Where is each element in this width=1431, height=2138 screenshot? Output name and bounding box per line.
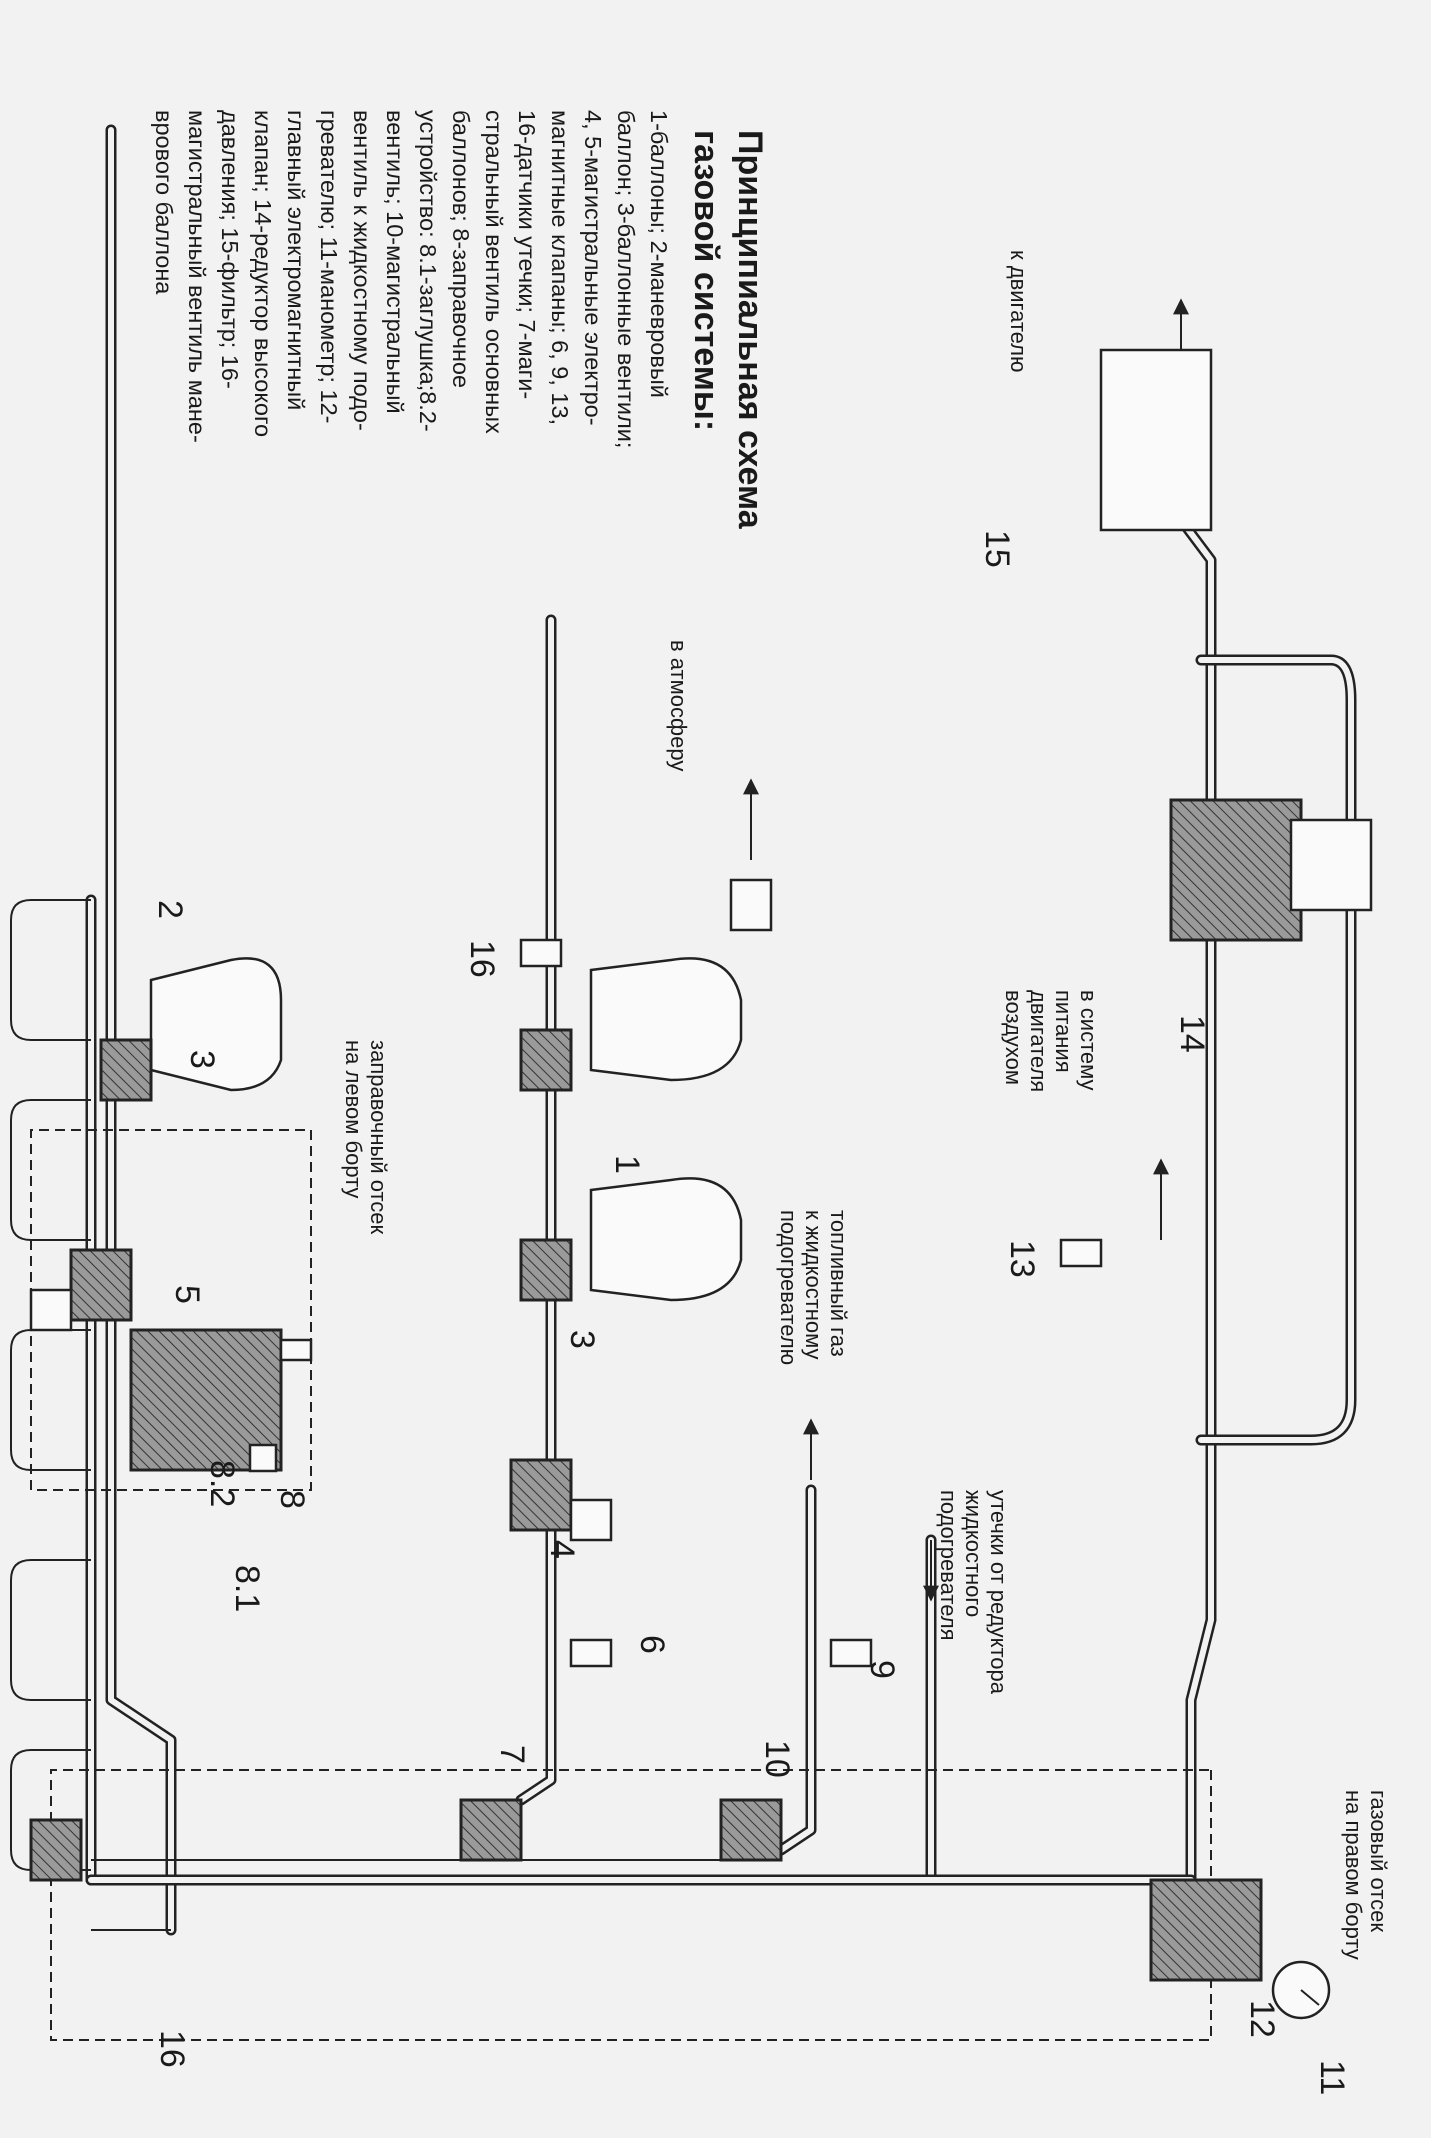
pressure-reducer-14 <box>1169 798 1303 942</box>
caption-gas-compartment-2: на правом борту <box>1341 1790 1366 1960</box>
valve-10 <box>719 1798 783 1862</box>
callout-12: 12 <box>1243 2000 1281 2038</box>
callout-3b: 3 <box>183 1050 221 1069</box>
legend-line: клапан; 14-редуктор высокого <box>250 110 276 437</box>
callout-13: 13 <box>1003 1240 1041 1278</box>
legend-block: Принципиальная схема газовой системы: 1-… <box>151 110 769 530</box>
legend-line: 4, 5-магистральные электро- <box>580 110 606 426</box>
legend-line: главный электромагнитный <box>283 110 309 410</box>
caption-air-3: двигателя <box>1026 990 1051 1092</box>
caption-leaks-2: жидкостного <box>961 1490 986 1617</box>
fill-compartment-frame <box>30 1129 312 1491</box>
caption-air-1: в систему <box>1076 990 1101 1091</box>
caption-leaks-1: утечки от редуктора <box>986 1490 1011 1695</box>
legend-line: устройство: 8.1-заглушка;8.2- <box>415 110 441 432</box>
leak-sensor-9 <box>829 1638 873 1668</box>
caption-gas-compartment-1: газовый отсек <box>1366 1790 1391 1932</box>
captions: к двигателю в атмосферу в систему питани… <box>341 250 1391 1960</box>
main-solenoid-valve-12 <box>1149 1878 1263 1982</box>
callout-5: 5 <box>168 1285 206 1304</box>
legend-line: 16-датчики утечки; 7-маги- <box>514 110 540 399</box>
valve-3b <box>519 1238 573 1302</box>
callout-3a: 3 <box>563 1330 601 1349</box>
callout-2: 2 <box>151 900 189 919</box>
caption-air-4: воздухом <box>1001 990 1026 1085</box>
callout-9: 9 <box>863 1660 901 1679</box>
legend-line: магистральный вентиль мане- <box>184 110 210 443</box>
maneuver-valve-16 <box>29 1818 83 1882</box>
callout-8: 8 <box>273 1490 311 1509</box>
leak-sensor-16 <box>519 938 563 968</box>
callout-6: 6 <box>633 1635 671 1654</box>
callout-15: 15 <box>978 530 1016 568</box>
filter-15 <box>1099 348 1213 532</box>
legend-line: давления; 15-фильтр; 16- <box>217 110 243 389</box>
callout-8-2: 8.2 <box>203 1460 241 1507</box>
caption-to-engine: к двигателю <box>1006 250 1031 373</box>
refueling-device-8 <box>129 1328 283 1472</box>
legend-line: баллонов; 8-заправочное <box>448 110 474 388</box>
caption-to-atmosphere: в атмосферу <box>666 640 691 771</box>
callout-11: 11 <box>1313 2060 1351 2095</box>
refueling-valve-8-2 <box>279 1338 313 1362</box>
legend-line: вентиль; 10-магистральный <box>382 110 408 414</box>
title-line-1: Принципиальная схема <box>731 130 769 530</box>
solenoid-valve-5 <box>69 1248 133 1322</box>
callout-16a: 16 <box>463 940 501 978</box>
legend-line: 1-баллоны; 2-маневровый <box>646 110 672 398</box>
callout-8-1: 8.1 <box>228 1565 266 1612</box>
legend-line: магнитные клапаны; 6, 9, 13, <box>547 110 573 425</box>
reducer-spring <box>1289 818 1373 912</box>
legend-line: вентиль к жидкостному подо- <box>349 110 375 431</box>
caption-fill-compartment-2: на левом борту <box>341 1040 366 1198</box>
solenoid-valve-4 <box>509 1458 573 1532</box>
caption-fill-compartment-1: заправочный отсек <box>366 1040 391 1235</box>
valve-3c <box>99 1038 153 1102</box>
caption-fuel-3: подогревателю <box>776 1210 801 1365</box>
cylinder-1b <box>589 1177 743 1302</box>
legend-line: гревателю; 11-манометр; 12- <box>316 110 342 423</box>
pipelines <box>10 124 1357 1936</box>
valve-3a <box>519 1028 573 1092</box>
callout-7: 7 <box>493 1745 531 1764</box>
leak-sensor-13 <box>1059 1238 1103 1268</box>
leak-sensor-6 <box>569 1638 613 1668</box>
callout-10: 10 <box>758 1740 796 1778</box>
caption-air-2: питания <box>1051 990 1076 1073</box>
cylinder-1a <box>589 957 743 1082</box>
legend-line: баллон; 3-баллонные вентили; <box>613 110 639 448</box>
legend-line: стральный вентиль основных <box>481 110 507 434</box>
callout-4: 4 <box>543 1540 581 1559</box>
callout-1: 1 <box>608 1155 646 1174</box>
caption-fuel-1: топливный газ <box>826 1210 851 1357</box>
main-cylinders <box>589 957 743 1302</box>
callout-16b: 16 <box>153 2030 191 2068</box>
cylinder-valves <box>99 1028 573 1302</box>
callouts: 1 2 3 3 4 5 6 7 8 8.1 8.2 9 10 11 12 13 … <box>151 530 1351 2095</box>
legend-line: врового баллона <box>151 110 177 295</box>
gas-compartment-frame <box>50 1769 1212 2041</box>
title-line-2: газовой системы: <box>687 130 725 431</box>
vent-fitting <box>729 878 773 932</box>
legend-list: 1-баллоны; 2-маневровый баллон; 3-баллонн… <box>151 110 672 448</box>
valve-7 <box>459 1798 523 1862</box>
caption-leaks-3: подогревателя <box>936 1490 961 1641</box>
maneuver-cylinder-2 <box>149 957 283 1092</box>
callout-14: 14 <box>1173 1015 1211 1053</box>
refueling-cap-8-1 <box>248 1443 278 1473</box>
caption-fuel-2: к жидкостному <box>801 1210 826 1360</box>
